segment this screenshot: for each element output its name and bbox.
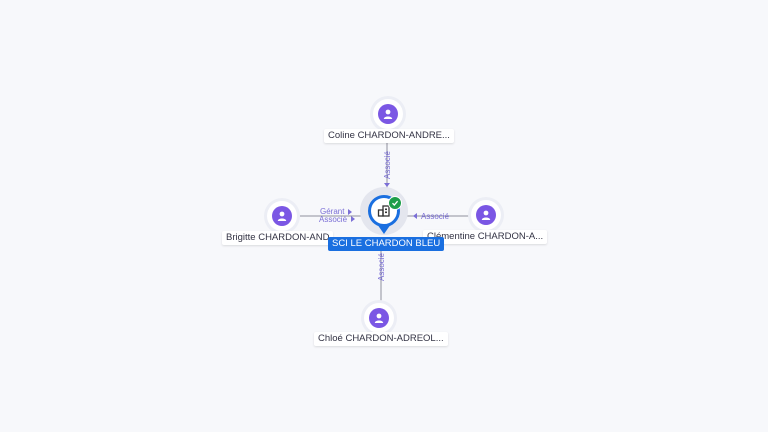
building-icon	[377, 205, 390, 217]
person-label-left[interactable]: Brigitte CHARDON-AND	[222, 231, 334, 245]
person-icon	[378, 104, 398, 124]
verified-check-icon	[388, 196, 402, 210]
person-label-right[interactable]: Clémentine CHARDON-A...	[423, 230, 548, 244]
edge-left-arrow-1	[348, 209, 352, 215]
edge-bottom-label: Associé	[377, 252, 386, 281]
edge-right-label: Associé	[421, 212, 450, 221]
company-node[interactable]	[368, 195, 400, 227]
person-node-bottom[interactable]	[364, 303, 394, 333]
person-node-top[interactable]	[373, 99, 403, 129]
person-label-top[interactable]: Coline CHARDON-ANDRE...	[324, 129, 454, 143]
edge-left-arrow-2	[351, 216, 355, 222]
edge-top-arrow	[384, 183, 390, 187]
edge-left-label-2: Associé	[319, 215, 348, 224]
person-icon	[369, 308, 389, 328]
person-label-bottom[interactable]: Chloé CHARDON-ADREOL...	[314, 332, 448, 346]
person-node-right[interactable]	[471, 200, 501, 230]
person-icon	[272, 206, 292, 226]
edge-left-label-1: Gérant	[320, 207, 345, 216]
person-icon	[476, 205, 496, 225]
edge-right-arrow	[413, 213, 417, 219]
edge-top-label: Associé	[383, 150, 392, 179]
company-pin-pointer	[377, 224, 391, 234]
company-label[interactable]: SCI LE CHARDON BLEU	[328, 237, 445, 251]
person-node-left[interactable]	[267, 201, 297, 231]
